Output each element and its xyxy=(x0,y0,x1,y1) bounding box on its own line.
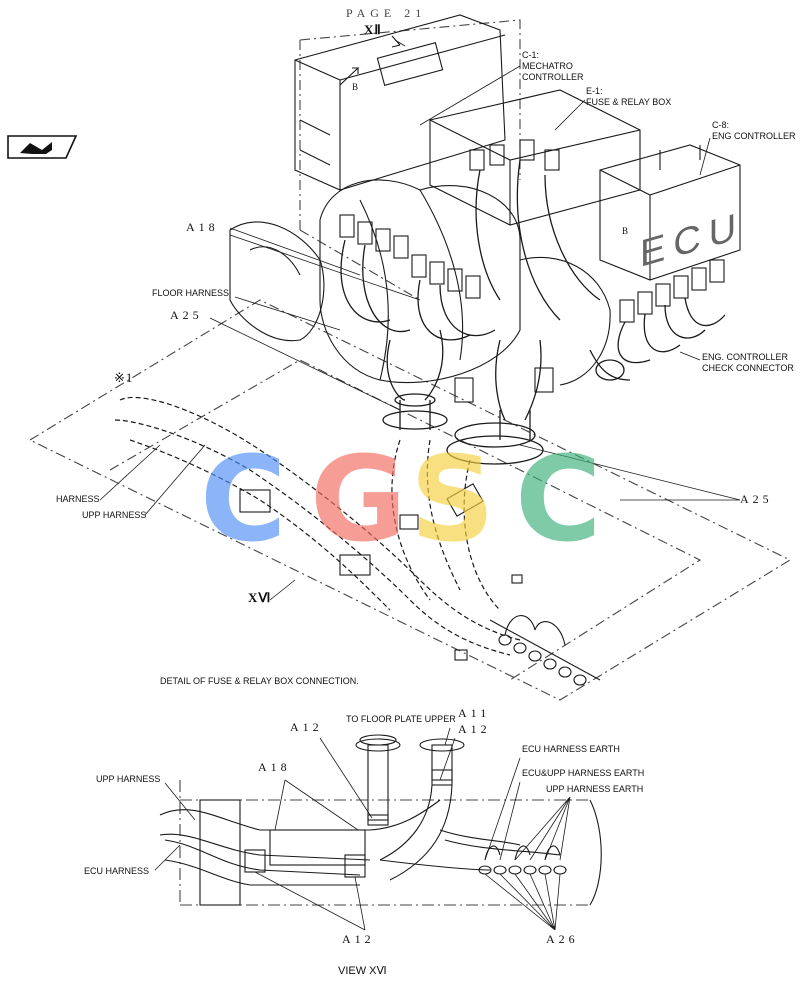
floor-plate-outline xyxy=(28,19,792,701)
harness-loops xyxy=(340,159,726,364)
label-upp-harness: UPP HARNESS xyxy=(96,774,161,784)
callout-c8: C-8: ENG CONTROLLER xyxy=(712,120,796,142)
c8-line2: ENG CONTROLLER xyxy=(712,131,796,141)
label-a12-top-right: A12 xyxy=(458,722,491,736)
watermark-letter-c2: C xyxy=(515,440,602,558)
callout-e1: E-1: FUSE & RELAY BOX xyxy=(586,86,671,108)
return-arrow-icon[interactable] xyxy=(4,134,78,160)
b-arrow xyxy=(339,67,360,86)
engine-block xyxy=(229,179,611,386)
label-ecu-harness-earth: ECU HARNESS EARTH xyxy=(522,744,620,754)
watermark-c1-text: C xyxy=(200,430,287,568)
label-a11: A11 xyxy=(458,706,491,720)
e1-line1: E-1: xyxy=(586,86,603,96)
label-floor-harness: FLOOR HARNESS xyxy=(152,288,230,298)
connector-rows xyxy=(339,214,725,323)
detail-view-xvi xyxy=(154,727,602,931)
clips xyxy=(239,367,554,576)
note-mark-1: ※1 xyxy=(114,370,134,385)
c8-line1: C-8: xyxy=(712,120,730,130)
label-a25-left: A25 xyxy=(170,308,203,322)
c1-line2: MECHATRO xyxy=(522,61,573,71)
label-ecu-upp-earth: ECU&UPP HARNESS EARTH xyxy=(522,768,645,778)
label-a18-top: A18 xyxy=(186,220,219,234)
earth-terminals xyxy=(454,574,601,686)
mechatro-controller xyxy=(294,14,506,191)
view-mark-b1: B xyxy=(352,82,359,92)
watermark-letter-s: S xyxy=(410,440,495,558)
pipes xyxy=(382,329,631,465)
return-arrow-icon-shape xyxy=(7,135,78,159)
eng-controller-box xyxy=(599,144,741,281)
callout-c1: C-1: MECHATRO CONTROLLER xyxy=(522,50,584,83)
label-ecu-harness: ECU HARNESS xyxy=(84,866,150,876)
callout-eng-check: ENG. CONTROLLER CHECK CONNECTOR xyxy=(702,352,794,374)
label-a26: A26 xyxy=(546,932,579,946)
label-harness: HARNESS xyxy=(56,494,100,504)
watermark-g-text: G xyxy=(310,430,407,568)
fuse-relay-box xyxy=(429,89,641,226)
e1-line2: FUSE & RELAY BOX xyxy=(586,97,672,107)
view-mark-xii: XⅡ xyxy=(364,22,382,37)
label-a25-right: A25 xyxy=(740,492,773,506)
c1-line1: C-1: xyxy=(522,50,540,60)
label-a18: A18 xyxy=(258,760,291,774)
view-mark-b2: B xyxy=(622,226,629,236)
label-a12-bottom: A12 xyxy=(342,932,375,946)
upp-harness-bundle xyxy=(114,396,521,656)
watermark-s-text: S xyxy=(410,430,495,568)
label-upp-harness-earth: UPP HARNESS EARTH xyxy=(546,784,644,794)
xii-arrow xyxy=(391,35,401,48)
leader-lines xyxy=(99,39,741,601)
detail-title: DETAIL OF FUSE & RELAY BOX CONNECTION. xyxy=(160,676,359,686)
label-a12-top-left: A12 xyxy=(290,720,323,734)
watermark-c2-text: C xyxy=(515,430,602,568)
watermark-letter-c1: C xyxy=(200,440,287,558)
eng-check-line1: ENG. CONTROLLER xyxy=(702,352,789,362)
c1-line3: CONTROLLER xyxy=(522,72,584,82)
label-to-floor: TO FLOOR PLATE UPPER xyxy=(346,714,456,724)
page-reference[interactable]: PAGE 21 xyxy=(346,6,427,20)
eng-check-line2: CHECK CONNECTOR xyxy=(702,363,794,373)
view-mark-xvi: XⅥ xyxy=(248,590,272,605)
watermark-letter-g: G xyxy=(310,440,407,558)
view-caption: VIEW XⅥ xyxy=(338,965,387,977)
label-upp-harness-top: UPP HARNESS xyxy=(82,510,147,520)
